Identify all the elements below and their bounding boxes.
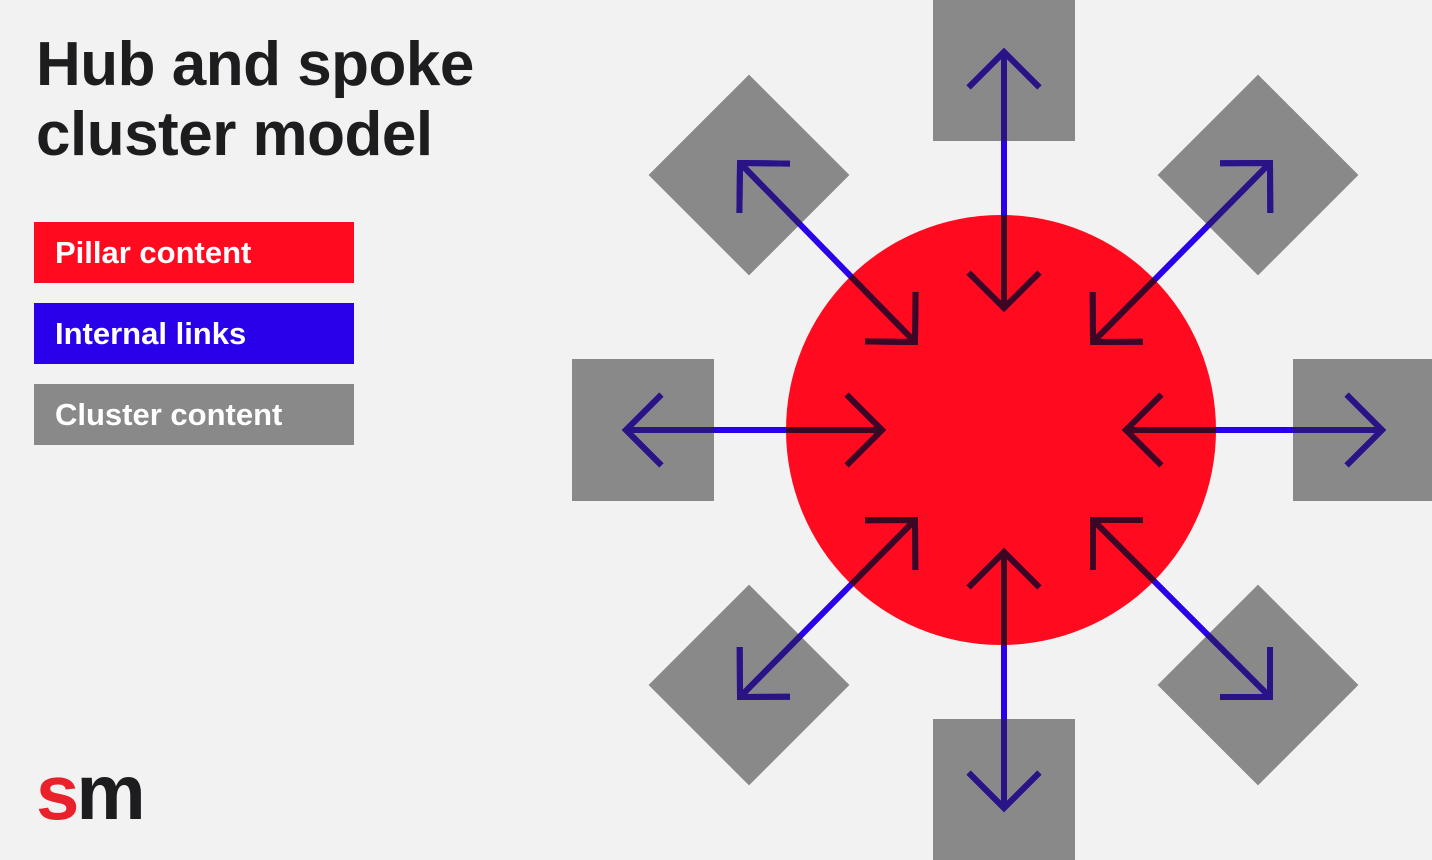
page-title: Hub and spoke cluster model (36, 30, 474, 170)
logo-letter-s: s (36, 748, 79, 836)
link-arrow-over-cluster-left (621, 392, 714, 468)
link-arrow-over-cluster-right (1293, 392, 1387, 468)
link-arrow-over-hub-left (786, 392, 887, 468)
internal-links (621, 47, 1387, 813)
legend-item-internal-links: Internal links (34, 303, 354, 364)
legend-label-cluster-content: Cluster content (55, 396, 283, 432)
logo: sm (36, 752, 146, 832)
link-arrow-over-hub-bottom (966, 547, 1042, 645)
legend: Pillar content Internal links Cluster co… (34, 222, 354, 465)
link-arrow-over-cluster-bottom (966, 719, 1042, 813)
legend-label-pillar-content: Pillar content (55, 234, 252, 270)
link-arrow-over-hub-right (1121, 392, 1216, 468)
legend-label-internal-links: Internal links (55, 315, 247, 351)
title-line-2: cluster model (36, 100, 433, 169)
link-arrow-over-cluster-top (966, 47, 1042, 141)
logo-letter-m: m (76, 748, 145, 836)
title-line-1: Hub and spoke (36, 30, 474, 99)
link-arrow-over-hub-top (966, 215, 1042, 313)
legend-item-cluster-content: Cluster content (34, 384, 354, 445)
legend-item-pillar-content: Pillar content (34, 222, 354, 283)
